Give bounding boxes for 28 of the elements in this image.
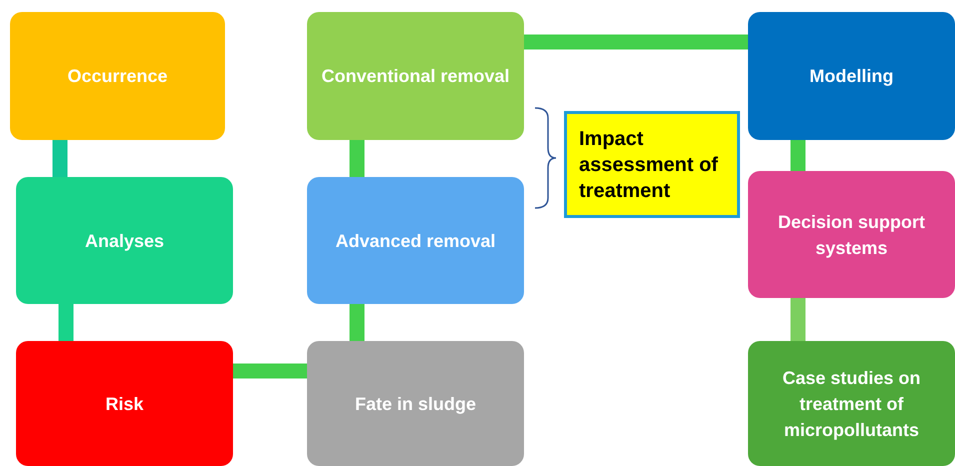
connector-bar <box>350 304 364 341</box>
box-label: Occurrence <box>67 65 168 88</box>
connector-bar <box>52 140 68 177</box>
box-label: Case studies on treatment of micropollutants <box>781 366 922 442</box>
box-label: Risk <box>105 392 144 416</box>
box-label: Modelling <box>810 65 894 88</box>
box-label: Advanced removal <box>335 230 496 252</box>
topic-box <box>10 12 225 140</box>
box-label: Fate in sludge <box>354 392 476 416</box>
topic-box <box>307 341 524 466</box>
connector-bar <box>233 364 307 378</box>
topic-box <box>748 171 955 298</box>
connector-bar <box>790 298 806 341</box>
topic-box <box>748 12 955 140</box>
connector-bar <box>350 140 364 177</box>
box-label: Decision support systems <box>776 210 926 260</box>
box-label: Impact assessment of treatment <box>579 126 719 204</box>
box-label: Analyses <box>84 230 164 253</box>
topic-box <box>16 341 233 466</box>
connector-bar <box>790 140 806 171</box>
topic-box <box>307 12 524 140</box>
topic-box <box>307 177 524 304</box>
box-label: Conventional removal <box>321 65 510 88</box>
connector-bar <box>524 34 748 50</box>
connector-bar <box>58 304 74 341</box>
highlight-box <box>564 111 740 218</box>
topic-box <box>16 177 233 304</box>
topic-box <box>748 341 955 466</box>
